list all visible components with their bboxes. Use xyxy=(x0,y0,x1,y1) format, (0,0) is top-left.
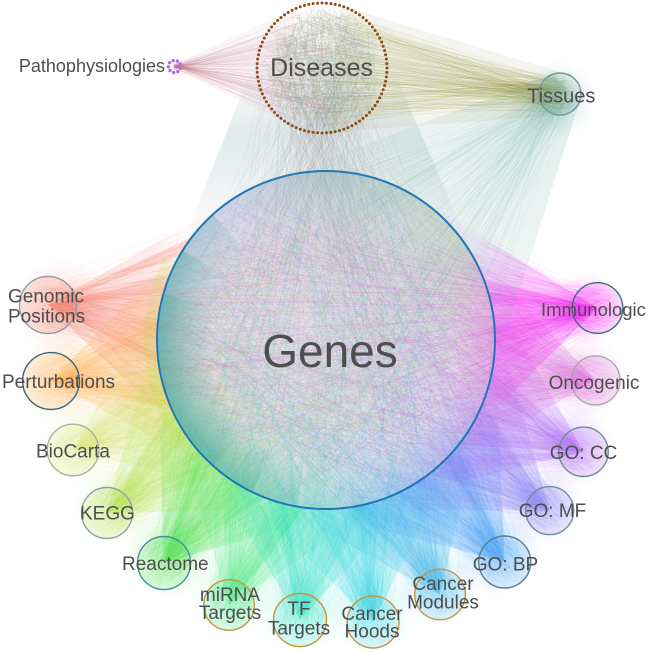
svg-text:Immunologic: Immunologic xyxy=(541,299,646,320)
svg-text:Oncogenic: Oncogenic xyxy=(549,373,640,394)
svg-text:Cancer: Cancer xyxy=(412,574,474,595)
svg-text:Hoods: Hoods xyxy=(345,622,400,643)
svg-text:GO: CC: GO: CC xyxy=(550,443,618,464)
svg-text:miRNA: miRNA xyxy=(200,585,260,606)
svg-text:Cancer: Cancer xyxy=(341,604,403,625)
svg-text:Perturbations: Perturbations xyxy=(2,372,115,393)
svg-text:Targets: Targets xyxy=(268,619,330,640)
svg-text:BioCarta: BioCarta xyxy=(36,442,110,463)
svg-text:KEGG: KEGG xyxy=(80,504,135,525)
svg-text:Reactome: Reactome xyxy=(122,554,209,575)
svg-text:Diseases: Diseases xyxy=(270,54,373,82)
svg-text:Genes: Genes xyxy=(262,325,398,377)
svg-text:Genomic: Genomic xyxy=(8,287,84,308)
svg-text:Positions: Positions xyxy=(8,307,85,328)
svg-text:GO: BP: GO: BP xyxy=(473,555,538,576)
svg-text:Modules: Modules xyxy=(407,593,479,614)
svg-text:GO: MF: GO: MF xyxy=(519,501,587,522)
svg-text:Tissues: Tissues xyxy=(527,85,595,107)
svg-text:Pathophysiologies: Pathophysiologies xyxy=(19,56,165,76)
svg-text:Targets: Targets xyxy=(199,603,261,624)
svg-text:TF: TF xyxy=(287,599,310,620)
